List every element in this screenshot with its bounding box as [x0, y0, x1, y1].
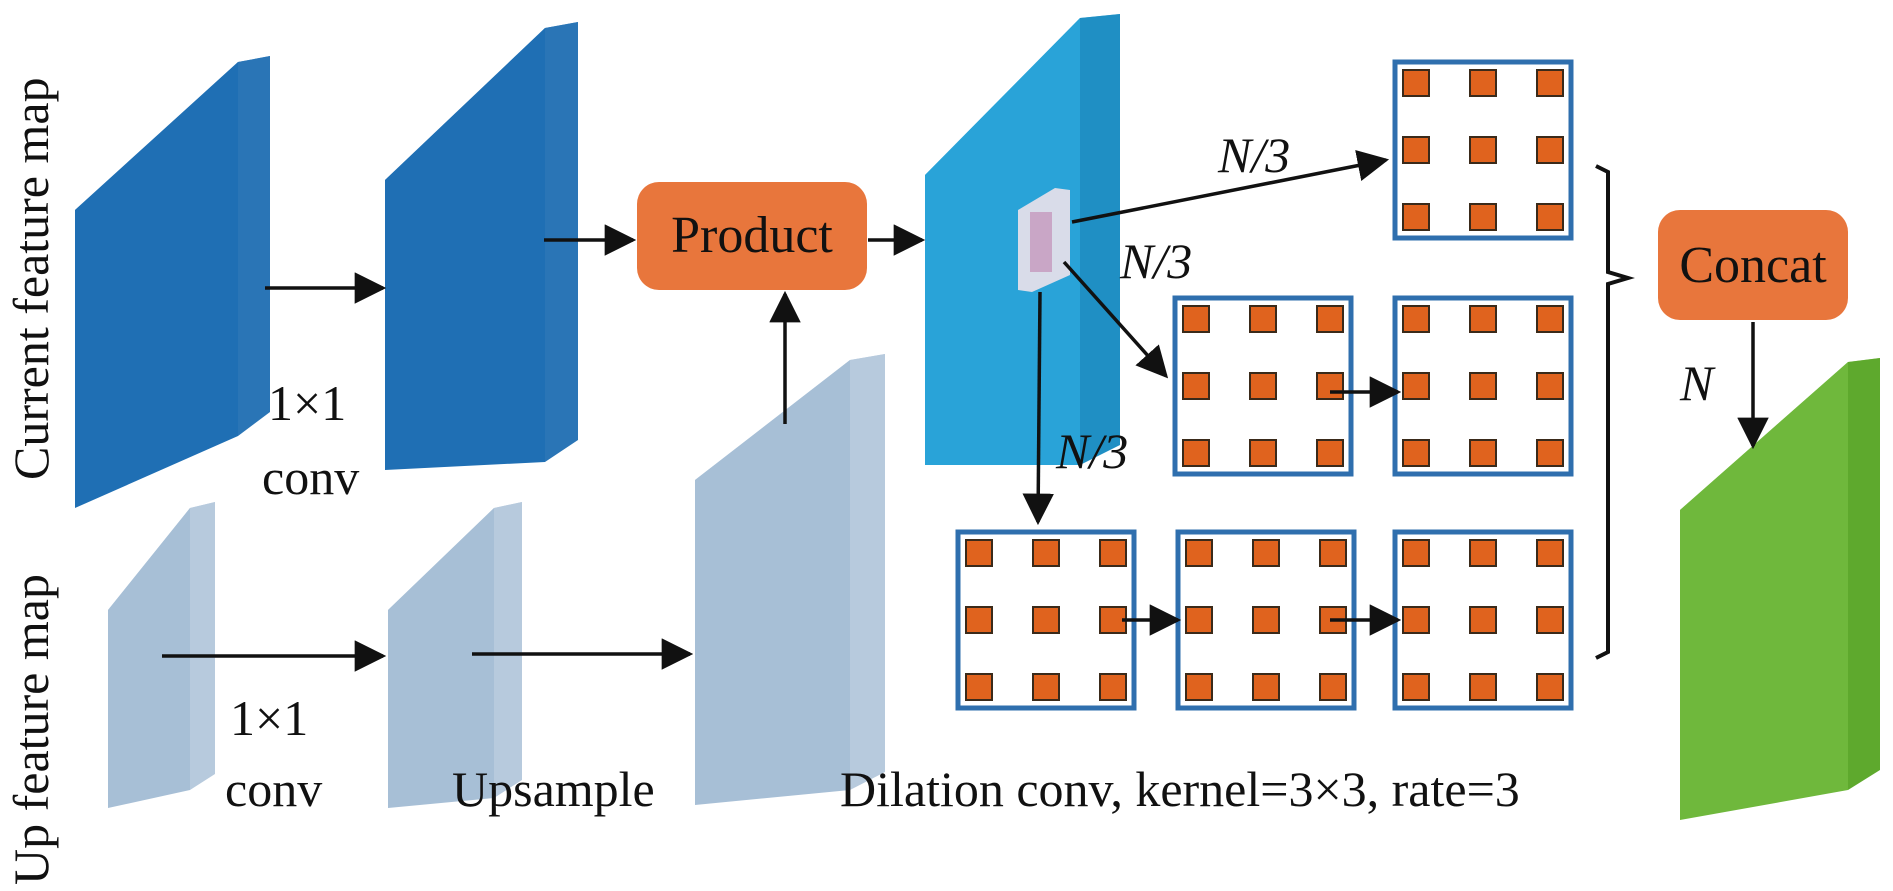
kernel-dot: [1249, 372, 1277, 400]
kernel-dot: [1536, 136, 1564, 164]
product-box: Product: [637, 182, 867, 290]
upsampled-slab: [695, 354, 885, 805]
conv-top-op-label: conv: [262, 449, 359, 505]
kernel-dot: [1469, 673, 1497, 701]
kernel-dot: [1536, 69, 1564, 97]
conv-output-slab-top: [385, 22, 578, 470]
kernel-dot: [1469, 69, 1497, 97]
conv-top-size-label: 1×1: [268, 375, 346, 431]
upsample-label: Upsample: [452, 761, 655, 817]
concat-bracket: [1595, 164, 1635, 660]
up-feature-map-label: Up feature map: [3, 574, 59, 885]
kernel-dot: [1319, 673, 1347, 701]
kernel-dot: [1469, 203, 1497, 231]
kernel-dot: [1185, 539, 1213, 567]
branch-1-channels: N/3: [1217, 127, 1290, 183]
kernel-dot: [1099, 539, 1127, 567]
kernel-dot: [1316, 305, 1344, 333]
arrows: [162, 150, 1769, 672]
kernel-dot: [1316, 439, 1344, 467]
kernel-dot: [1402, 136, 1430, 164]
kernel-dot: [1182, 305, 1210, 333]
kernel-dot: [1536, 372, 1564, 400]
kernel-grid: [1392, 295, 1574, 477]
output-channels: N: [1679, 355, 1716, 411]
receptive-patch-core: [1030, 212, 1052, 272]
kernel-dot: [1249, 305, 1277, 333]
kernel-dot: [1536, 673, 1564, 701]
kernel-dot: [1252, 606, 1280, 634]
kernel-dot: [1249, 439, 1277, 467]
kernel-dot: [1402, 305, 1430, 333]
arrow-branch-2: [1062, 260, 1169, 379]
kernel-dot: [1402, 69, 1430, 97]
kernel-dot: [1536, 606, 1564, 634]
kernel-dot: [1402, 203, 1430, 231]
kernel-dot: [1536, 539, 1564, 567]
kernel-dot: [1185, 673, 1213, 701]
kernel-dot: [1536, 203, 1564, 231]
up-feature-map-slab: [108, 502, 215, 808]
kernel-dot: [1182, 372, 1210, 400]
kernel-dot: [1032, 673, 1060, 701]
arrow-branch-3: [1022, 291, 1054, 526]
kernel-grid: [955, 529, 1137, 711]
concat-label: Concat: [1679, 237, 1827, 294]
kernel-dot: [1536, 305, 1564, 333]
kernel-dot: [1469, 305, 1497, 333]
kernel-dot: [965, 606, 993, 634]
kernel-dot: [1252, 673, 1280, 701]
kernel-dot: [1469, 372, 1497, 400]
kernel-dot: [1402, 439, 1430, 467]
kernel-dot: [1469, 606, 1497, 634]
kernel-dot: [1319, 539, 1347, 567]
kernel-grid: [1172, 295, 1354, 477]
kernel-dot: [1402, 606, 1430, 634]
kernel-dot: [1469, 439, 1497, 467]
kernel-dot: [1316, 372, 1344, 400]
kernel-dot: [1469, 539, 1497, 567]
kernel-grid: [1392, 59, 1574, 241]
kernel-dot: [1032, 606, 1060, 634]
kernel-dot: [1536, 439, 1564, 467]
kernel-dot: [1032, 539, 1060, 567]
kernel-dot: [1252, 539, 1280, 567]
kernel-dot: [1099, 673, 1127, 701]
kernel-grid: [1175, 529, 1357, 711]
arrow-branch-1: [1071, 150, 1390, 224]
kernel-dot: [1402, 673, 1430, 701]
kernel-dot: [1469, 136, 1497, 164]
product-label: Product: [671, 207, 833, 264]
kernel-grids: [955, 59, 1574, 711]
concat-box: Concat: [1658, 210, 1848, 320]
kernel-dot: [965, 539, 993, 567]
kernel-dot: [1185, 606, 1213, 634]
kernel-dot: [1182, 439, 1210, 467]
kernel-dot: [1402, 539, 1430, 567]
branch-2-channels: N/3: [1119, 233, 1192, 289]
current-feature-map-slab: [75, 56, 270, 508]
output-slab: [1680, 358, 1880, 820]
dilation-label: Dilation conv, kernel=3×3, rate=3: [840, 761, 1520, 817]
conv-bottom-op-label: conv: [225, 761, 322, 817]
product-output-slab: [925, 14, 1120, 465]
conv-bottom-size-label: 1×1: [230, 690, 308, 746]
kernel-dot: [1402, 372, 1430, 400]
conv-output-slab-bottom: [388, 502, 522, 808]
current-feature-map-label: Current feature map: [3, 77, 59, 480]
kernel-grid: [1392, 529, 1574, 711]
branch-3-channels: N/3: [1055, 423, 1128, 479]
kernel-dot: [965, 673, 993, 701]
